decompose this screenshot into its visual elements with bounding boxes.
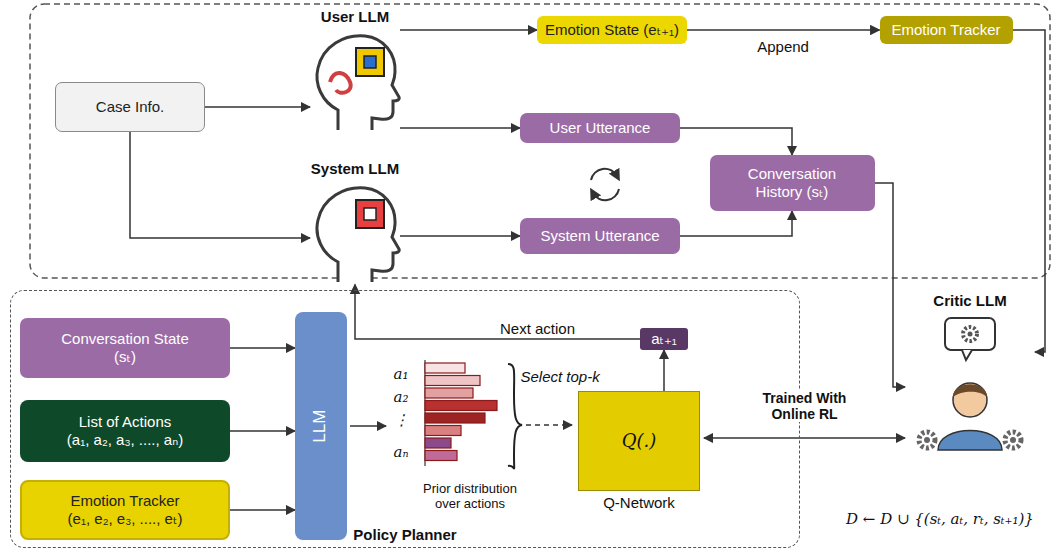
input-box: List of Actions(a₁, a₂, a₃, ...., aₙ)	[20, 400, 230, 462]
utterance-box: User Utterance	[520, 113, 680, 143]
node-text: Emotion Tracker	[891, 21, 1000, 39]
llm-output-arrow	[350, 425, 386, 427]
edge-label: Next action	[498, 320, 577, 337]
sync-icon	[591, 169, 619, 201]
connector	[400, 235, 520, 237]
note-label: Select top-k	[519, 368, 602, 385]
note-label: Prior distribution over actions	[409, 482, 531, 512]
connector	[687, 29, 880, 31]
node-text: Conversation State (sₜ)	[60, 330, 190, 366]
tracker-box: Emotion Tracker	[880, 16, 1013, 44]
connector	[230, 430, 295, 432]
critic-icon	[919, 318, 1021, 450]
node-text: List of Actions	[79, 413, 172, 431]
node-text: User LLM	[321, 8, 389, 26]
connector	[230, 347, 295, 349]
node-text: System Utterance	[540, 227, 659, 245]
connector	[680, 128, 792, 155]
node-text: (e₁, e₂, e₃, ...., eₜ)	[68, 510, 183, 528]
connector	[400, 29, 537, 31]
replay-formula: D ← D ∪ {(sₜ, aₜ, rₜ, sₜ₊₁)}	[844, 511, 1036, 528]
node-text: Conversation History (sₜ)	[727, 165, 857, 201]
input-box: Emotion Tracker(e₁, e₂, e₃, ...., eₜ)	[20, 480, 230, 540]
top-region	[30, 4, 1050, 278]
node-text: (a₁, a₂, a₃, ...., aₙ)	[67, 431, 183, 449]
connector	[704, 437, 905, 439]
node-text: Case Info.	[96, 98, 164, 116]
connector	[680, 211, 792, 236]
action-label: aₙ	[392, 444, 411, 461]
node-text: Emotion State (eₜ₊₁)	[545, 21, 679, 39]
node-text: Emotion Tracker	[70, 492, 179, 510]
history-box: Conversation History (sₜ)	[710, 155, 875, 211]
action-label: ⋮	[392, 412, 411, 429]
connector	[130, 132, 310, 238]
connector	[355, 285, 640, 340]
critic-agent: Critic LLM	[905, 292, 1035, 452]
connector	[875, 183, 906, 387]
action-label: a₁	[392, 366, 411, 383]
connector	[205, 106, 310, 108]
action-box: aₜ₊₁	[640, 328, 688, 350]
node-text: Q-Network	[603, 494, 675, 512]
edge-label: Append	[755, 38, 811, 55]
llm-bar: LLM	[295, 312, 347, 540]
connector	[1013, 30, 1046, 352]
node-text: Critic LLM	[933, 292, 1006, 310]
node-text: aₜ₊₁	[651, 330, 677, 348]
utterance-box: System Utterance	[520, 218, 680, 254]
state-box: Emotion State (eₜ₊₁)	[537, 16, 687, 44]
system-head-icon	[317, 188, 399, 282]
node-text: LLM	[311, 409, 331, 442]
select-arrow	[526, 424, 572, 426]
prior-histogram	[425, 360, 497, 466]
connector	[230, 509, 295, 511]
node-text: User Utterance	[550, 119, 651, 137]
connector	[400, 127, 520, 129]
node-text: Q(.)	[622, 430, 657, 452]
q-network: Q(.) Q-Network	[574, 391, 704, 519]
edge-label: Trained With Online RL	[757, 390, 853, 422]
llm-agent: User LLM	[310, 8, 400, 133]
llm-agent: System LLM	[310, 160, 400, 285]
user-head-icon	[317, 36, 399, 130]
node-text: System LLM	[311, 160, 399, 178]
q-box: Q(.)	[578, 391, 700, 491]
connector	[663, 350, 665, 391]
info-box: Case Info.	[55, 82, 205, 132]
input-box: Conversation State (sₜ)	[20, 318, 230, 378]
action-label: a₂	[392, 389, 411, 406]
